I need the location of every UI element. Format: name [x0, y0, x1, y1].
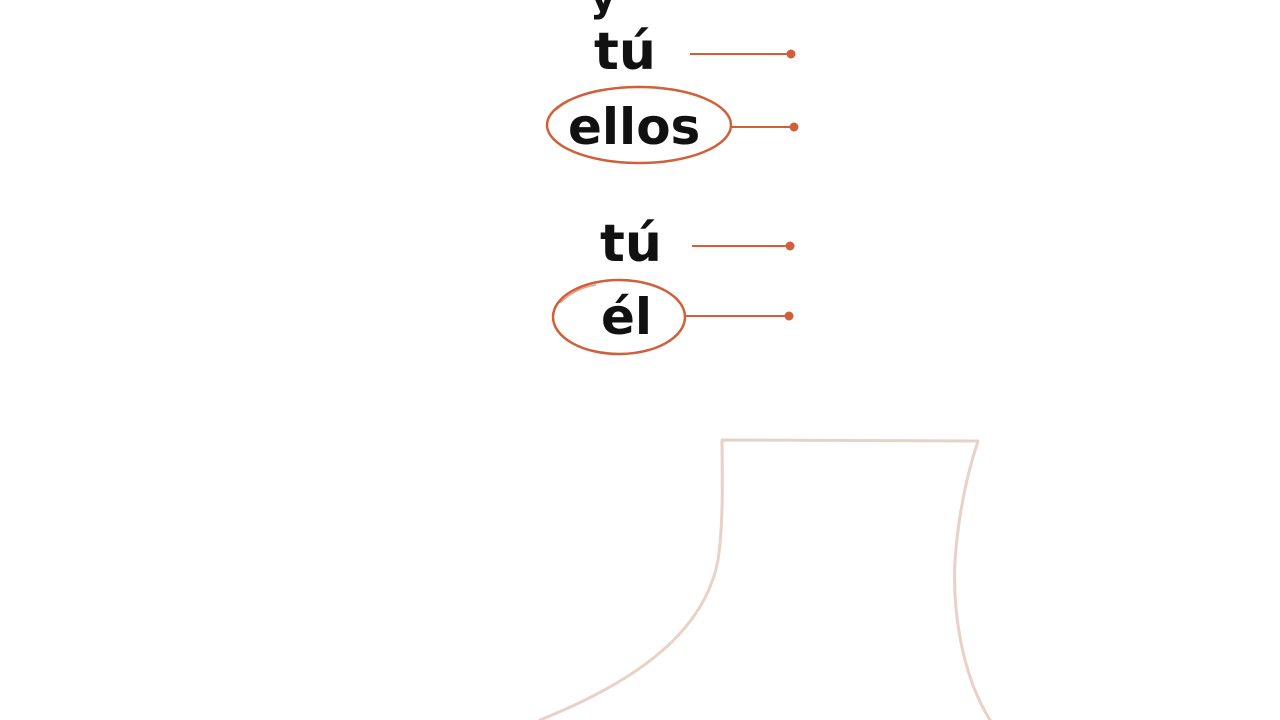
circle-ellos-overlap-stroke — [555, 89, 601, 111]
connector-dot-tu-2 — [785, 241, 795, 251]
connector-dot-ellos — [789, 122, 799, 132]
word-ellos: ellos — [568, 98, 701, 156]
circle-el-overlap-stroke — [559, 284, 597, 304]
connector-dot-el — [784, 311, 794, 321]
word-tu-1: tú — [594, 22, 656, 82]
word-tu-2: tú — [600, 214, 662, 274]
circle-ellos — [545, 85, 733, 165]
connector-dot-tu-1 — [786, 49, 796, 59]
sketch-outline — [538, 438, 992, 720]
word-fragment-top: y — [590, 0, 616, 18]
word-el: él — [601, 288, 653, 346]
